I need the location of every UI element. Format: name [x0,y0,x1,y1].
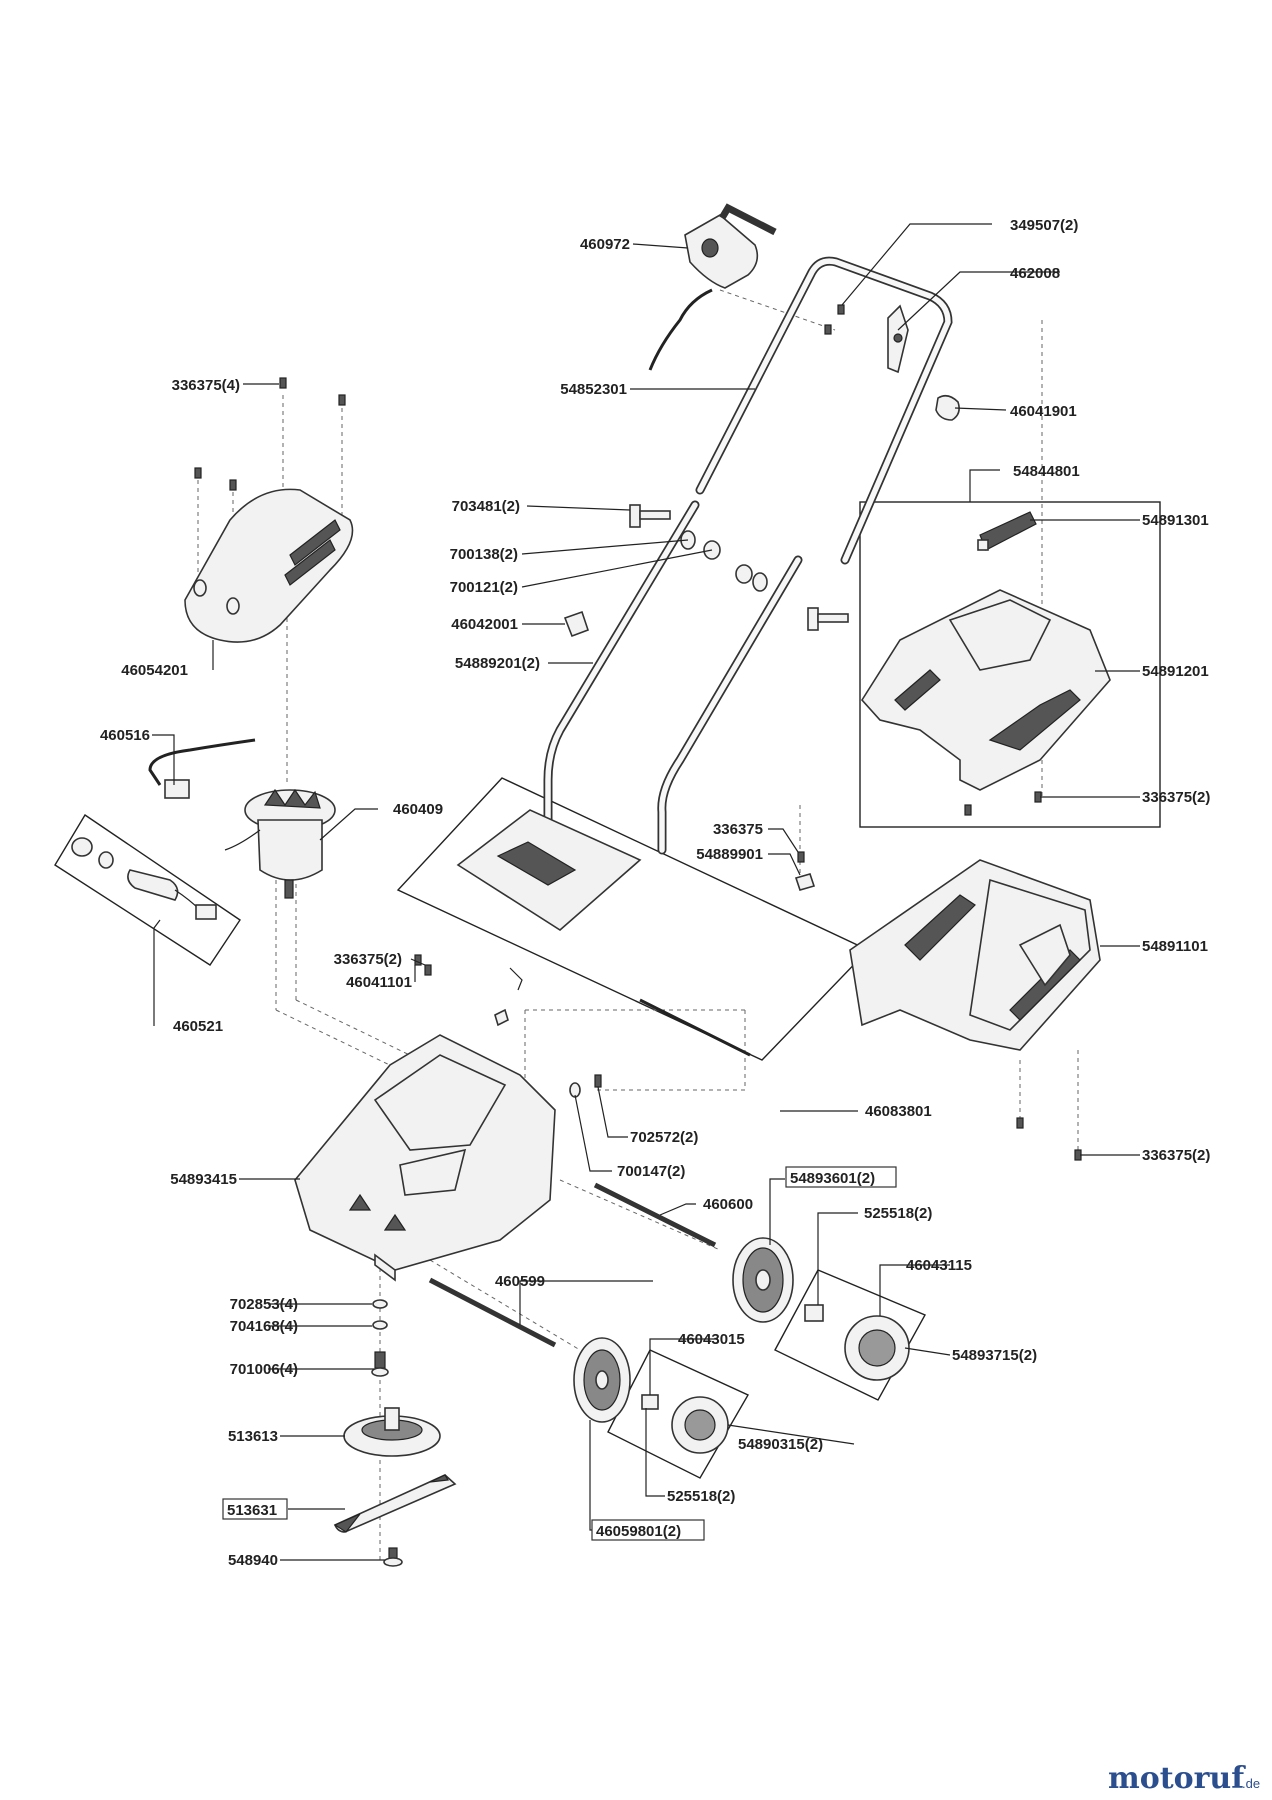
label-702572: 702572(2) [630,1129,698,1146]
label-54852301: 54852301 [560,381,627,398]
grassbox-handle-54891301 [977,511,1037,551]
flap-46083801 [456,809,751,1057]
clip-46041901 [935,394,960,421]
blade-bolt-548940 [383,1547,403,1567]
watermark-tld: .de [1242,1776,1260,1791]
label-513613: 513613 [228,1428,278,1445]
motor-cover-flap-group-frame [396,777,870,1061]
upper-handle-54852301 [695,256,953,565]
part-labels: 460972 349507(2) 462008 54852301 4604190… [100,217,1210,1569]
box-54893601 [785,1166,897,1188]
label-54891301: 54891301 [1142,512,1209,529]
motor-460409 [224,788,336,899]
screw-701006 [371,1351,389,1377]
motor-cover-46054201 [184,488,354,643]
flap-hinge-54889901 [794,851,816,891]
label-54844801: 54844801 [1013,463,1080,480]
label-703481: 703481(2) [452,498,520,515]
box-46059801 [591,1519,705,1541]
label-336375-2a: 336375(2) [1142,789,1210,806]
label-54890315: 54890315(2) [738,1436,823,1453]
label-460409: 460409 [393,801,443,818]
label-46041101: 46041101 [346,974,412,991]
screw-336375-cover [194,377,346,491]
label-700121: 700121(2) [450,579,518,596]
washer-702853 [372,1299,388,1309]
rear-axle-460600 [593,1182,717,1248]
label-460600: 460600 [703,1196,753,1213]
washer-704168 [372,1320,388,1330]
label-336375-4: 336375(4) [172,377,240,394]
label-701006: 701006(4) [230,1361,298,1378]
nut-700121 [703,540,753,584]
label-46043115: 46043115 [906,1257,972,1274]
label-336375-2c: 336375(2) [1142,1147,1210,1164]
motoruf-watermark-logo: motoruf .de [1108,1761,1260,1796]
rear-wheel-cap-group-frame [774,1269,926,1401]
capacitor-460521 [71,837,217,920]
watermark-brand: motoruf [1108,1761,1246,1796]
deck-screws [414,954,602,1098]
label-700138: 700138(2) [450,546,518,563]
label-525518-a: 525518(2) [864,1205,932,1222]
screw-336375-lid [964,791,1042,816]
cable-460516 [148,738,256,799]
cable-clip-462008 [887,304,909,374]
label-462008: 462008 [1010,265,1060,282]
box-513631 [222,1498,288,1520]
label-349507: 349507(2) [1010,217,1078,234]
label-46042001: 46042001 [451,616,518,633]
label-46083801: 46083801 [865,1103,932,1120]
label-46054201: 46054201 [121,662,188,679]
grassbox-54891101 [849,859,1101,1051]
screw-349507 [824,304,845,335]
label-702853: 702853(4) [230,1296,298,1313]
grassbox-lid-group-frame [859,501,1161,828]
switch-box-460972 [648,203,777,371]
cable-clip-46042001 [563,610,590,638]
blade-513631 [333,1474,457,1533]
label-525518-b: 525518(2) [667,1488,735,1505]
label-700147: 700147(2) [617,1163,685,1180]
capacitor-group-frame [54,814,241,966]
rear-wheel-54893601 [732,1237,794,1323]
label-460972: 460972 [580,236,630,253]
knob-bolt-703481 [629,504,849,631]
washer-700138 [680,530,768,592]
label-460521: 460521 [173,1018,223,1035]
label-46043015: 46043015 [678,1331,745,1348]
label-46041901: 46041901 [1010,403,1077,420]
label-54889901: 54889901 [696,846,763,863]
label-54891201: 54891201 [1142,663,1209,680]
label-548940: 548940 [228,1552,278,1569]
label-336375-2b: 336375(2) [334,951,402,968]
label-54893715: 54893715(2) [952,1347,1037,1364]
fan-513613 [343,1407,441,1457]
front-wheel-cap-54890315 [641,1394,729,1454]
label-460516: 460516 [100,727,150,744]
rear-wheel-cap-54893715 [804,1304,910,1381]
lower-handle-54889201 [543,500,803,855]
leader-lines [152,223,1140,1561]
deck-54893415 [294,1034,556,1282]
grassbox-lid-54891201 [860,589,1111,791]
label-46059801: 46059801(2) [596,1523,681,1540]
screw-336375-box [1016,1117,1082,1161]
front-axle-460599 [428,1277,557,1348]
label-54893415: 54893415 [170,1171,237,1188]
label-460599: 460599 [495,1273,545,1290]
label-513631: 513631 [227,1502,277,1519]
label-54893601: 54893601(2) [790,1170,875,1187]
label-54891101: 54891101 [1142,938,1208,955]
label-336375: 336375 [713,821,763,838]
front-wheel-46059801 [573,1337,631,1423]
label-704168: 704168(4) [230,1318,298,1335]
label-54889201: 54889201(2) [455,655,540,672]
